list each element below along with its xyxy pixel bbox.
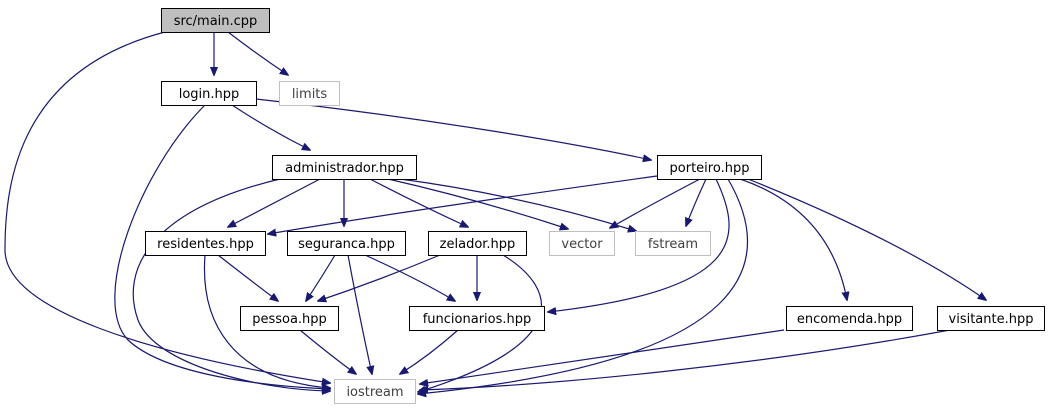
edge-porteiro-to-visitante bbox=[747, 178, 986, 300]
node-label-encomenda: encomenda.hpp bbox=[797, 312, 902, 327]
node-zelador[interactable]: zelador.hpp bbox=[428, 231, 527, 256]
node-box-iostream bbox=[334, 379, 416, 404]
edge-seguranca-to-pessoa bbox=[306, 254, 336, 301]
nodes-layer: src/main.cpp login.hpp limits administrador… bbox=[145, 8, 1045, 404]
edge-residentes-to-pessoa bbox=[217, 254, 278, 301]
edge-main-to-iostream bbox=[4, 31, 330, 383]
node-box-porteiro bbox=[657, 155, 762, 180]
node-label-zelador: zelador.hpp bbox=[440, 237, 516, 252]
node-label-pessoa: pessoa.hpp bbox=[252, 312, 327, 327]
edge-porteiro-to-residentes bbox=[268, 175, 658, 234]
node-label-iostream: iostream bbox=[346, 385, 403, 400]
edge-encomenda-to-iostream bbox=[420, 329, 785, 384]
edge-visitante-to-iostream bbox=[420, 329, 951, 390]
node-label-limits: limits bbox=[292, 87, 328, 102]
node-box-zelador bbox=[428, 231, 527, 256]
edge-porteiro-to-fstream bbox=[686, 178, 707, 226]
node-fstream: fstream bbox=[635, 231, 711, 256]
node-label-residentes: residentes.hpp bbox=[157, 237, 254, 252]
edge-administrador-to-residentes bbox=[228, 178, 321, 227]
edge-seguranca-to-iostream bbox=[347, 254, 372, 374]
node-main[interactable]: src/main.cpp bbox=[161, 8, 270, 33]
node-label-fstream: fstream bbox=[648, 237, 698, 252]
edge-zelador-to-pessoa bbox=[318, 254, 441, 301]
edge-login-to-porteiro bbox=[255, 98, 651, 160]
node-vector: vector bbox=[549, 231, 615, 256]
edge-seguranca-to-funcionarios bbox=[364, 254, 455, 301]
node-box-vector bbox=[549, 231, 615, 256]
node-porteiro[interactable]: porteiro.hpp bbox=[657, 155, 762, 180]
node-encomenda[interactable]: encomenda.hpp bbox=[786, 306, 913, 331]
node-limits: limits bbox=[279, 81, 340, 106]
node-label-funcionarios: funcionarios.hpp bbox=[423, 312, 532, 327]
node-login[interactable]: login.hpp bbox=[161, 81, 257, 106]
node-box-residentes bbox=[145, 231, 266, 256]
node-funcionarios[interactable]: funcionarios.hpp bbox=[409, 306, 545, 331]
node-label-vector: vector bbox=[561, 237, 603, 252]
node-label-porteiro: porteiro.hpp bbox=[670, 161, 750, 176]
edge-login-to-iostream bbox=[114, 104, 330, 389]
node-box-funcionarios bbox=[409, 306, 545, 331]
node-label-seguranca: seguranca.hpp bbox=[298, 237, 395, 252]
edge-porteiro-to-funcionarios bbox=[548, 178, 730, 312]
node-label-login: login.hpp bbox=[179, 87, 240, 102]
node-box-limits bbox=[279, 81, 340, 106]
node-iostream: iostream bbox=[334, 379, 416, 404]
node-box-encomenda bbox=[786, 306, 913, 331]
edge-porteiro-to-encomenda bbox=[739, 178, 847, 300]
edge-pessoa-to-iostream bbox=[299, 329, 356, 374]
node-box-seguranca bbox=[287, 231, 406, 256]
node-box-pessoa bbox=[240, 306, 339, 331]
node-pessoa[interactable]: pessoa.hpp bbox=[240, 306, 339, 331]
edge-administrador-to-vector bbox=[387, 178, 568, 229]
node-box-administrador bbox=[272, 155, 417, 180]
node-box-visitante bbox=[937, 306, 1045, 331]
node-visitante[interactable]: visitante.hpp bbox=[937, 306, 1045, 331]
edge-login-to-administrador bbox=[231, 104, 310, 150]
edge-funcionarios-to-iostream bbox=[400, 329, 459, 374]
node-label-administrador: administrador.hpp bbox=[285, 161, 404, 176]
edge-administrador-to-zelador bbox=[369, 178, 468, 227]
edge-porteiro-to-iostream bbox=[418, 178, 749, 394]
node-label-main: src/main.cpp bbox=[174, 14, 258, 29]
node-administrador[interactable]: administrador.hpp bbox=[272, 155, 417, 180]
node-box-fstream bbox=[635, 231, 711, 256]
edge-administrador-to-iostream bbox=[132, 178, 330, 391]
edge-main-to-limits bbox=[227, 31, 288, 75]
edge-residentes-to-iostream bbox=[203, 254, 330, 388]
edge-porteiro-to-vector bbox=[610, 178, 701, 228]
node-box-login bbox=[161, 81, 257, 106]
edges-layer bbox=[4, 31, 986, 394]
edge-administrador-to-fstream bbox=[399, 178, 636, 231]
node-residentes[interactable]: residentes.hpp bbox=[145, 231, 266, 256]
node-label-visitante: visitante.hpp bbox=[949, 312, 1034, 327]
node-seguranca[interactable]: seguranca.hpp bbox=[287, 231, 406, 256]
node-box-main bbox=[161, 8, 270, 33]
